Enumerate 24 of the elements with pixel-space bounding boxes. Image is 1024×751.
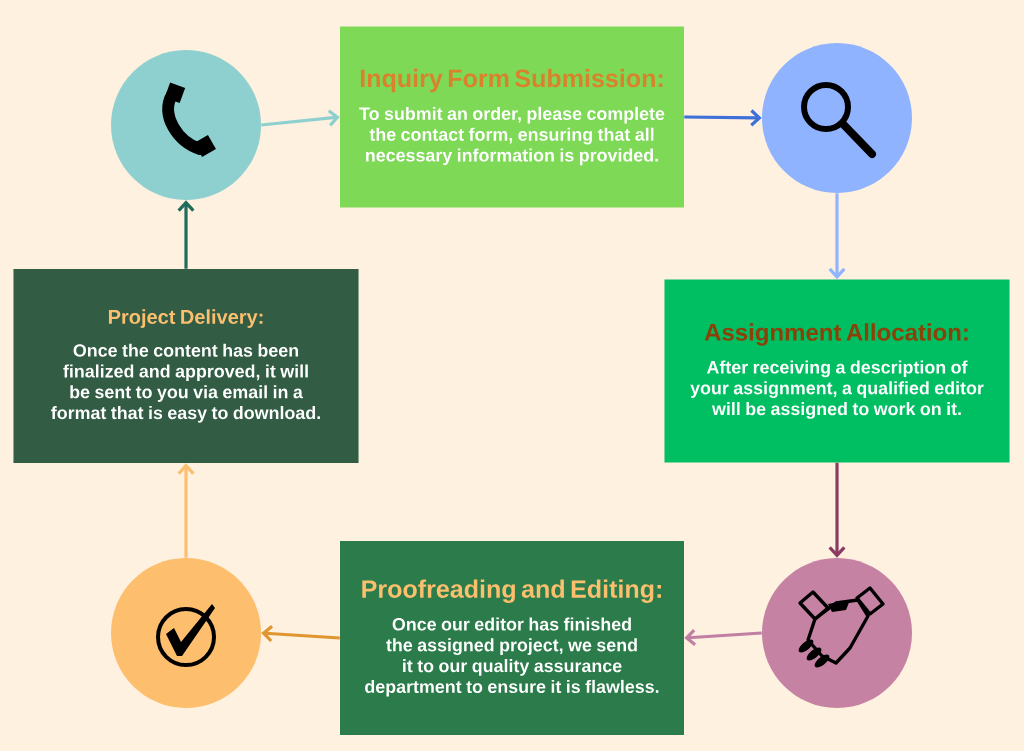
process-box	[13, 269, 359, 463]
process-box	[340, 541, 684, 735]
icon-circle	[762, 43, 912, 193]
box-text: To submit an order, please complete the contact form, ensuring that all necessary information is provided.	[359, 106, 665, 166]
icon-circle	[762, 558, 912, 708]
box-title: Proofreading and Editing:	[362, 579, 661, 603]
box-title: Project Delivery:	[108, 309, 263, 328]
arrow	[261, 625, 340, 643]
box-title: Inquiry Form Submission:	[360, 68, 663, 93]
box-text: Once our editor has finished the assigned project, we send it to our quality assurance department to ensure it is flawless.	[365, 617, 659, 697]
arrow	[177, 200, 195, 269]
icon-circle	[111, 50, 261, 200]
box-text: After receiving a description of your assignment, a qualified editor will be assigned to work on it.	[690, 360, 984, 419]
box-title: Assignment Allocation:	[704, 323, 968, 346]
arrow	[828, 193, 846, 280]
arrow	[684, 109, 762, 127]
icon-circle	[111, 558, 261, 708]
arrow	[828, 462, 846, 558]
arrow	[261, 109, 340, 127]
box-text: Once the content has been finalized and approved, it will be sent to you via email in a format that is easy to download.	[51, 343, 320, 423]
arrow	[684, 628, 762, 646]
process-box	[664, 279, 1010, 463]
arrow	[177, 463, 195, 558]
process-box	[340, 26, 684, 208]
